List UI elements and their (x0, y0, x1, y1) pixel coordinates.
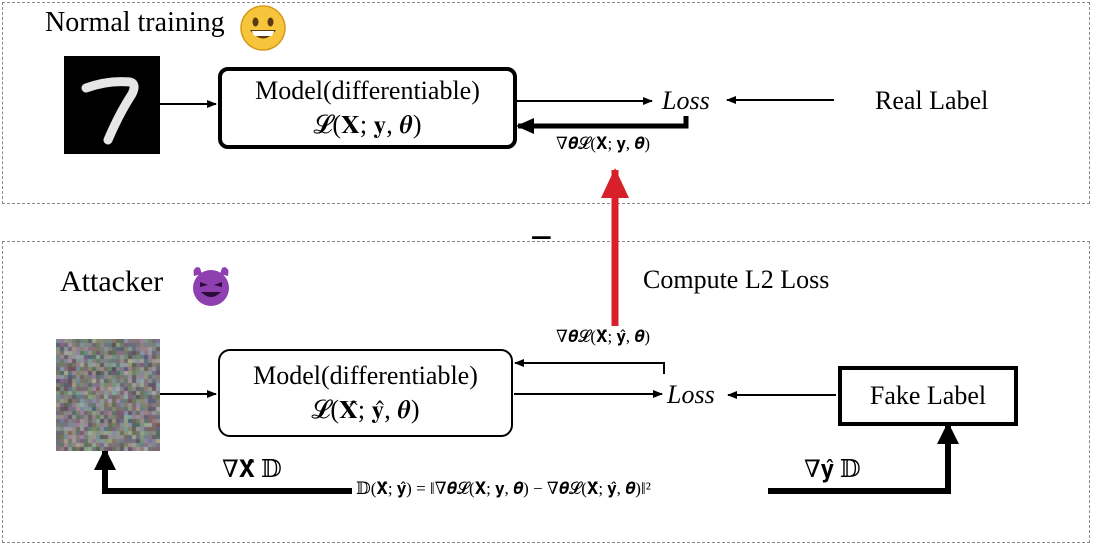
attacker-loss-label: Loss (667, 380, 715, 409)
attacker-title: Attacker (60, 265, 164, 298)
grad-y-label: ∇𝐲̂ 𝔻 (804, 457, 861, 483)
attacker-model-label: Model(differentiable) (253, 361, 478, 390)
attacker-model-box: Model(differentiable) 𝓛(𝐗̂; 𝐲̂, 𝜽) (218, 349, 513, 437)
grad-x-label: ∇𝐗̂ 𝔻 (222, 457, 282, 483)
normal-loss-label: Loss (662, 86, 710, 115)
arrow-update-fake-label (768, 422, 959, 494)
compute-l2-loss-label: Compute L2 Loss (643, 265, 830, 294)
fake-label-text: Fake Label (869, 381, 987, 410)
smiley-emoji-icon (240, 5, 286, 51)
random-noise-image (56, 339, 160, 451)
normal-training-title: Normal training (45, 7, 225, 38)
devil-emoji-icon (193, 267, 229, 306)
attacker-panel (2, 241, 1090, 543)
attacker-gradient-label: ∇𝜽𝓛(𝐗̂; 𝐲̂, 𝜽) (556, 327, 651, 346)
noise-texture (56, 339, 160, 451)
real-label-text: Real Label (875, 86, 989, 115)
normal-gradient-label: ∇𝜽𝓛(𝐗; 𝐲, 𝜽) (556, 134, 651, 153)
normal-model-box: Model(differentiable) 𝓛(𝐗; 𝐲, 𝜽) (218, 67, 517, 149)
arrow-loss-gradient-back (516, 116, 689, 134)
attacker-model-formula: 𝓛(𝐗̂; 𝐲̂, 𝜽) (311, 395, 420, 424)
normal-model-label: Model(differentiable) (255, 76, 480, 105)
distance-formula: 𝔻(𝐗̂; 𝐲̂) = ‖∇𝜽𝓛(𝐗; 𝐲, 𝜽) − ∇𝜽𝓛(𝐗̂; 𝐲̂, … (356, 479, 651, 498)
mnist-digit-image (64, 56, 160, 154)
normal-model-formula: 𝓛(𝐗; 𝐲, 𝜽) (313, 110, 422, 139)
minus-sign: − (530, 215, 553, 260)
normal-training-panel (2, 2, 1090, 204)
arrow-loss-gradient-back-attacker (514, 359, 665, 374)
fake-label-box: Fake Label (838, 366, 1018, 426)
arrow-update-noise (94, 448, 352, 494)
